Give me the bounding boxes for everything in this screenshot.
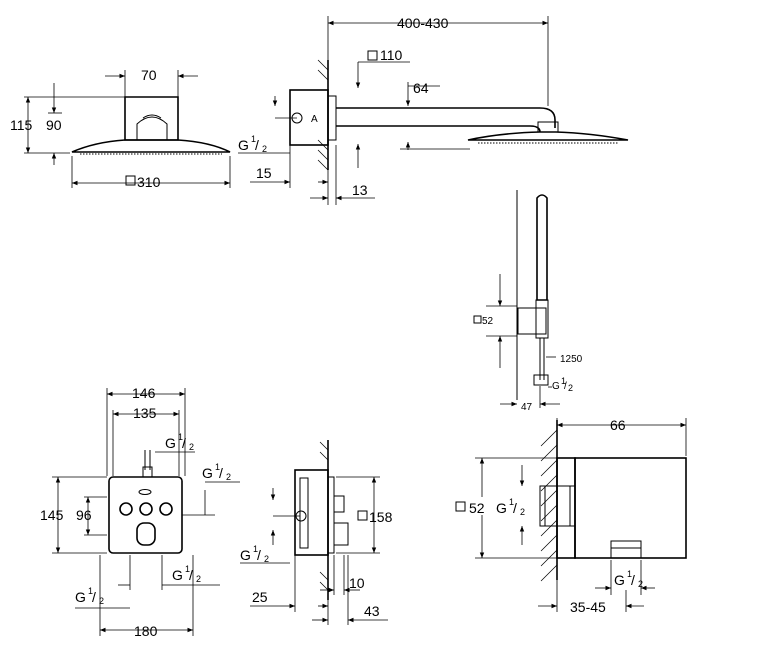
arm-dim-110: 110: [380, 47, 403, 63]
svg-text:1: 1: [627, 569, 632, 579]
arm-dim-400-430: 400-430: [397, 15, 449, 31]
svg-text:2: 2: [226, 472, 231, 482]
hand-shower-view: 52 1250 G 1 / 2 47: [473, 190, 583, 413]
thermo-dim-145: 145: [40, 507, 64, 523]
svg-text:2: 2: [189, 442, 194, 452]
head-dim-70: 70: [141, 67, 157, 83]
svg-text:/: /: [631, 572, 635, 588]
side-dim-10: 10: [349, 575, 365, 591]
wall-outlet-view: 66 52 G 1 / 2 G 1 / 2 35-45: [455, 417, 687, 615]
svg-text:2: 2: [264, 554, 269, 564]
svg-text:G: G: [552, 381, 560, 392]
svg-text:/: /: [189, 567, 193, 583]
arm-bottom: [336, 125, 541, 133]
outlet-dim-52: 52: [469, 500, 485, 516]
side-dim-158: 158: [369, 509, 393, 525]
button-3: [159, 502, 173, 516]
svg-text:G: G: [240, 547, 251, 563]
svg-text:/: /: [182, 435, 186, 451]
thermo-dim-180: 180: [134, 623, 158, 639]
svg-text:G: G: [172, 567, 183, 583]
outlet-dim-35-45: 35-45: [570, 599, 606, 615]
svg-text:2: 2: [196, 574, 201, 584]
head-shower-view: 70 115 90 310: [10, 67, 231, 190]
hand-dim-1250: 1250: [560, 354, 583, 365]
svg-text:G: G: [496, 500, 507, 516]
mount-box: [289, 89, 329, 146]
arm-dim-13: 13: [352, 182, 368, 198]
hand-dim-52: 52: [482, 316, 494, 327]
svg-text:2: 2: [99, 596, 104, 606]
outlet-dim-66: 66: [610, 417, 626, 433]
outlet-flange: [556, 457, 576, 559]
head-plate: [71, 139, 231, 153]
wall-hatch: [317, 59, 329, 171]
thermo-dim-146: 146: [132, 385, 156, 401]
square-symbol: [125, 175, 136, 186]
side-dim-25: 25: [252, 589, 268, 605]
svg-text:1: 1: [509, 497, 514, 507]
wall-arm-view: A 400-430 110 64 G 1 / 2: [238, 15, 629, 205]
svg-text:1: 1: [215, 462, 220, 472]
svg-text:1: 1: [251, 134, 256, 144]
svg-text:1: 1: [178, 432, 183, 442]
svg-text:/: /: [564, 381, 567, 392]
svg-text:G: G: [614, 572, 625, 588]
svg-text:/: /: [92, 589, 96, 605]
svg-text:1: 1: [253, 544, 258, 554]
head-dim-310: 310: [137, 174, 161, 190]
arm-dim-64: 64: [413, 80, 429, 96]
thermostat-front-view: 146 135 G 1 / 2 G 1 / 2 145 96 G: [40, 385, 240, 639]
svg-text:A: A: [311, 114, 318, 125]
arm-plate: [467, 131, 629, 141]
head-mount: [124, 96, 179, 141]
svg-text:G: G: [165, 435, 176, 451]
button-1: [119, 502, 133, 516]
svg-text:2: 2: [568, 383, 573, 393]
arm-top: [336, 107, 556, 128]
svg-text:/: /: [219, 465, 223, 481]
head-dim-115: 115: [10, 117, 33, 133]
hand-handle: [536, 194, 548, 301]
svg-text:G: G: [75, 589, 86, 605]
svg-text:G: G: [202, 465, 213, 481]
head-mount-arc: [136, 116, 168, 140]
hand-dim-47: 47: [521, 402, 533, 413]
button-2: [139, 502, 153, 516]
arm-thread-label: G: [238, 137, 249, 153]
svg-text:1: 1: [88, 586, 93, 596]
arm-dim-15: 15: [256, 165, 272, 181]
svg-text:2: 2: [262, 144, 267, 154]
thermostat-side-view: 158 G 1 / 2 10 25 43: [240, 440, 393, 625]
svg-text:1: 1: [185, 564, 190, 574]
outlet-body: [574, 457, 687, 559]
svg-text:2: 2: [520, 507, 525, 517]
thermo-dim-135: 135: [133, 405, 157, 421]
side-dim-43: 43: [364, 603, 380, 619]
thermostat-knob: [136, 522, 156, 546]
svg-text:1: 1: [561, 376, 566, 386]
thermo-dim-96: 96: [76, 507, 92, 523]
hand-holder: [517, 307, 547, 335]
svg-text:/: /: [513, 500, 517, 516]
svg-text:2: 2: [638, 579, 643, 589]
head-dim-90: 90: [46, 117, 62, 133]
svg-text:/: /: [255, 137, 259, 153]
svg-text:/: /: [257, 547, 261, 563]
